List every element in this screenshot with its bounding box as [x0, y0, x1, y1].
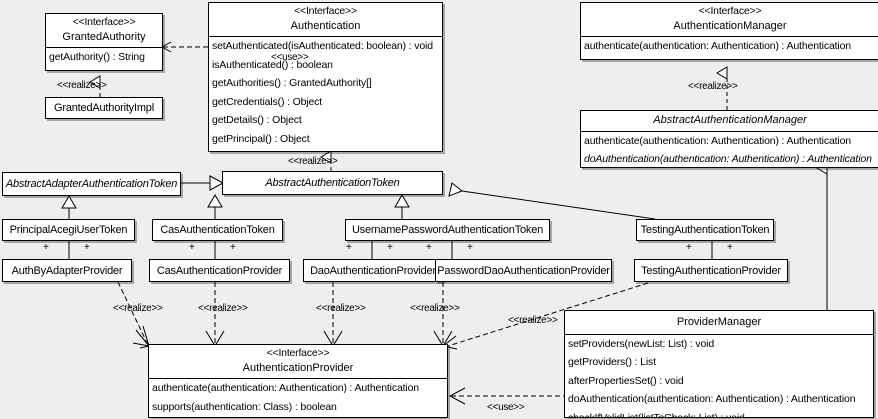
- stereotype-label: <<Interface>>: [698, 5, 762, 17]
- class-name-label: AbstractAuthenticationManager: [653, 114, 807, 126]
- method-row: checkIfValidList(listToCheck: List) : vo…: [568, 411, 745, 418]
- class-name-label: GrantedAuthority: [62, 30, 146, 43]
- method-row: authenticate(authentication: Authenticat…: [584, 40, 851, 53]
- methods-compartment-abstract-authentication-manager: authenticate(authentication: Authenticat…: [581, 130, 878, 167]
- edge-casauthenticationprovider-realizes-authenticationprovider: [205, 282, 225, 347]
- class-box-password-dao-authentication-provider[interactable]: PasswordDaoAuthenticationProvider: [435, 259, 612, 282]
- class-name-label: AuthenticationProvider: [242, 361, 354, 374]
- edge-label-realize-providermanager: <<realize>>: [508, 315, 558, 326]
- class-name-label: GrantedAuthorityImpl: [54, 102, 154, 114]
- class-box-abstract-authentication-token[interactable]: AbstractAuthenticationToken: [222, 171, 443, 195]
- method-row: getProviders() : List: [568, 356, 656, 369]
- edge-usernamepasswordtoken-extends-abstracttoken: [394, 194, 410, 219]
- stereotype-label: <<Interface>>: [266, 347, 330, 359]
- method-row: supports(authentication: Class) : boolea…: [152, 400, 337, 413]
- assoc-plus-casauthenticationprovider: +: [230, 242, 236, 253]
- class-header-authentication-manager: <<Interface>> AuthenticationManager: [581, 3, 878, 36]
- edge-label-realize-passworddao: <<realize>>: [410, 303, 460, 314]
- methods-compartment-authentication-provider: authenticate(authentication: Authenticat…: [149, 378, 447, 416]
- method-row: authenticate(authentication: Authenticat…: [584, 134, 851, 147]
- class-box-abstract-adapter-authentication-token[interactable]: AbstractAdapterAuthenticationToken: [2, 172, 181, 196]
- class-name-label: AbstractAuthenticationToken: [265, 177, 400, 189]
- method-row: setAuthenticated(isAuthenticated: boolea…: [212, 40, 433, 53]
- class-name-label: CasAuthenticationProvider: [156, 264, 283, 277]
- method-row: getCredentials() : Object: [212, 95, 323, 108]
- assoc-plus-principalacegiusertoken: +: [43, 242, 49, 253]
- methods-compartment-authentication-manager: authenticate(authentication: Authenticat…: [581, 36, 878, 56]
- method-row: getAuthority() : String: [49, 51, 145, 64]
- method-row: isAuthenticated() : boolean: [212, 58, 333, 71]
- method-row: doAuthentication(authentication: Authent…: [584, 153, 872, 166]
- class-name-label: CasAuthenticationToken: [160, 224, 275, 236]
- method-row: afterPropertiesSet() : void: [568, 374, 684, 387]
- edge-passworddaoauthenticationprovider-realizes-authenticationprovider: [433, 282, 458, 350]
- edge-label-use-providermanager: <<use>>: [487, 402, 525, 413]
- class-box-principal-acegi-user-token[interactable]: PrincipalAcegiUserToken: [2, 219, 135, 241]
- class-header-provider-manager: ProviderManager: [565, 311, 873, 334]
- class-box-cas-authentication-provider[interactable]: CasAuthenticationProvider: [149, 259, 290, 282]
- method-row: doAuthentication(authentication: Authent…: [568, 393, 856, 406]
- class-name-label: ProviderManager: [676, 316, 762, 328]
- stereotype-label: <<Interface>>: [294, 5, 357, 17]
- class-name-label: TestingAuthenticationProvider: [641, 264, 781, 277]
- method-row: getAuthorities() : GrantedAuthority[]: [212, 77, 372, 90]
- edge-casauthenticationtoken-extends-abstracttoken: [207, 194, 223, 219]
- methods-compartment-authentication: setAuthenticated(isAuthenticated: boolea…: [209, 36, 442, 148]
- assoc-plus-passworddaoauthenticationprovider: +: [467, 242, 473, 253]
- edge-principalacegiusertoken-extends-abstractadaptertoken: [61, 195, 77, 219]
- class-name-label: AuthenticationManager: [673, 19, 787, 32]
- class-header-authentication-provider: <<Interface>> AuthenticationProvider: [149, 345, 447, 378]
- class-box-authentication-manager[interactable]: <<Interface>> AuthenticationManager auth…: [580, 2, 878, 60]
- class-box-granted-authority[interactable]: <<Interface>> GrantedAuthority getAuthor…: [45, 13, 163, 71]
- class-name-label: AbstractAdapterAuthenticationToken: [5, 178, 178, 190]
- class-box-authentication-provider[interactable]: <<Interface>> AuthenticationProvider aut…: [148, 344, 448, 418]
- edge-abstractadaptertoken-extends-abstracttoken: [181, 175, 225, 191]
- stereotype-label: <<Interface>>: [72, 16, 136, 28]
- method-row: getDetails() : Object: [212, 114, 302, 127]
- method-row: setProviders(newList: List) : void: [568, 337, 715, 350]
- assoc-plus-authbyadapterprovider: +: [84, 242, 90, 253]
- class-box-provider-manager[interactable]: ProviderManager setProviders(newList: Li…: [564, 310, 874, 418]
- class-box-cas-authentication-token[interactable]: CasAuthenticationToken: [152, 219, 283, 241]
- edge-authbyadapterprovider-realizes-authenticationprovider: [117, 281, 151, 349]
- class-header-abstract-authentication-manager: AbstractAuthenticationManager: [581, 111, 878, 131]
- edge-label-realize-cas: <<realize>>: [198, 303, 248, 314]
- class-box-testing-authentication-token[interactable]: TestingAuthenticationToken: [636, 219, 774, 241]
- edge-label-use-grantedauthority: <<use>>: [271, 52, 309, 63]
- assoc-plus-testingauthenticationtoken: +: [686, 242, 692, 253]
- class-box-testing-authentication-provider[interactable]: TestingAuthenticationProvider: [634, 259, 788, 282]
- class-name-label: AuthByAdapterProvider: [11, 264, 123, 277]
- method-row: authenticate(authentication: Authenticat…: [152, 382, 419, 395]
- class-header-authentication: <<Interface>> Authentication: [209, 3, 442, 36]
- edge-label-realize-grantedauthority: <<realize>>: [57, 80, 107, 91]
- edge-label-realize-authenticationmanager: <<realize>>: [688, 81, 738, 92]
- class-header-granted-authority: <<Interface>> GrantedAuthority: [46, 14, 162, 47]
- class-name-label: PasswordDaoAuthenticationProvider: [437, 264, 610, 277]
- assoc-plus-usernamepasswordtoken-right: +: [426, 242, 432, 253]
- class-box-username-password-authentication-token[interactable]: UsernamePasswordAuthenticationToken: [345, 219, 550, 241]
- class-box-abstract-authentication-manager[interactable]: AbstractAuthenticationManager authentica…: [580, 110, 878, 168]
- edge-label-realize-authentication: <<realize>>: [288, 156, 338, 167]
- class-name-label: DaoAuthenticationProvider: [310, 264, 436, 277]
- methods-compartment-provider-manager: setProviders(newList: List) : void getPr…: [565, 333, 873, 418]
- edge-testingauthenticationtoken-extends-abstracttoken: [448, 182, 656, 220]
- class-name-label: TestingAuthenticationToken: [640, 224, 770, 236]
- assoc-plus-usernamepasswordtoken-left: +: [346, 242, 352, 253]
- assoc-plus-testingauthenticationprovider: +: [727, 242, 733, 253]
- assoc-plus-daoauthenticationprovider: +: [387, 242, 393, 253]
- class-box-granted-authority-impl[interactable]: GrantedAuthorityImpl: [45, 97, 163, 119]
- assoc-plus-casauthenticationtoken: +: [189, 242, 195, 253]
- edge-label-realize-authbyadapter: <<realize>>: [113, 303, 163, 314]
- class-box-authentication[interactable]: <<Interface>> Authentication setAuthenti…: [208, 2, 443, 152]
- method-row: getPrincipal() : Object: [212, 132, 310, 145]
- class-name-label: UsernamePasswordAuthenticationToken: [351, 224, 544, 236]
- edge-label-realize-dao: <<realize>>: [316, 303, 366, 314]
- methods-compartment-granted-authority: getAuthority() : String: [46, 47, 162, 67]
- class-name-label: Authentication: [290, 19, 361, 32]
- edge-daoauthenticationprovider-realizes-authenticationprovider: [323, 282, 343, 347]
- class-name-label: PrincipalAcegiUserToken: [9, 224, 128, 236]
- class-box-dao-authentication-provider[interactable]: DaoAuthenticationProvider: [303, 259, 443, 282]
- class-box-auth-by-adapter-provider[interactable]: AuthByAdapterProvider: [2, 259, 132, 282]
